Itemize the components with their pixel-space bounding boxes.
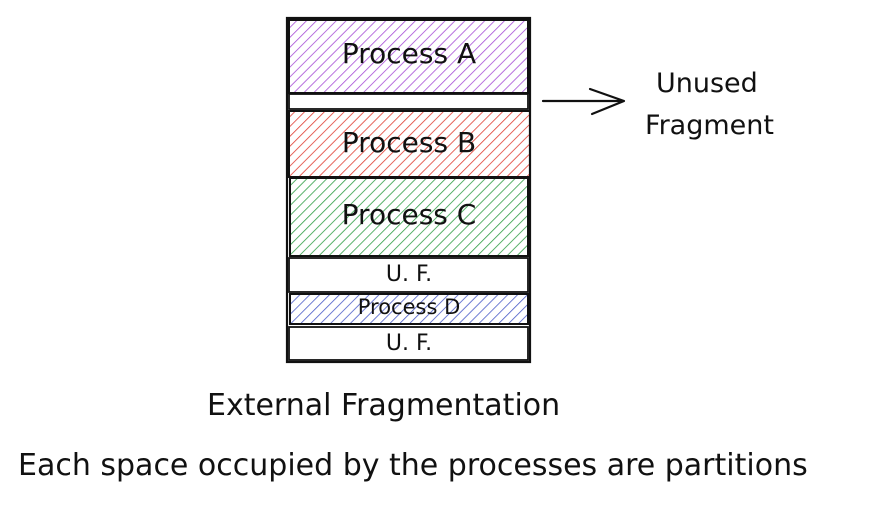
- unused-fragment-2: [288, 326, 529, 361]
- process-c-block: [289, 177, 529, 257]
- process-a-label: Process A: [341, 37, 477, 70]
- unused-fragment-1-label: U. F.: [385, 262, 433, 287]
- unused-fragment-1: [288, 257, 529, 293]
- caption-title: External Fragmentation: [207, 388, 561, 423]
- process-c-label: Process C: [341, 198, 477, 231]
- unused-gap-1: [288, 93, 529, 110]
- process-d-block: [289, 293, 529, 325]
- annotation-fragment: Fragment: [645, 110, 774, 141]
- memory-column: [285, 16, 532, 364]
- annotation-unused: Unused: [656, 68, 758, 99]
- process-b-block: [288, 110, 531, 178]
- process-a-block: [288, 19, 529, 94]
- process-b-label: Process B: [341, 126, 477, 159]
- unused-fragment-2-label: U. F.: [385, 331, 433, 356]
- process-d-label: Process D: [357, 295, 461, 319]
- arrow-icon: [541, 87, 626, 116]
- caption-subtitle: Each space occupied by the processes are…: [18, 448, 808, 483]
